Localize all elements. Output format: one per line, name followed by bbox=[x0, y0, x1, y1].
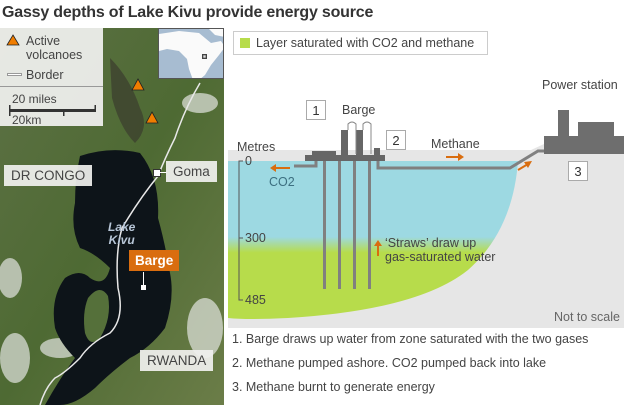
step-3-badge: 3 bbox=[568, 161, 588, 181]
step-notes: 1. Barge draws up water from zone satura… bbox=[232, 332, 588, 404]
legend-divider bbox=[0, 86, 103, 87]
barge-label: Barge bbox=[342, 103, 376, 117]
volcano-legend-label-1: Active bbox=[26, 34, 61, 48]
goma-marker bbox=[153, 169, 161, 177]
label-lake-kivu: Lake Kivu bbox=[108, 220, 136, 247]
extraction-diagram: 1 Barge 2 Power station 3 Metres 0 300 4… bbox=[228, 60, 624, 328]
border-line bbox=[39, 82, 201, 405]
gas-layer-legend: Layer saturated with CO2 and methane bbox=[233, 31, 488, 55]
straws-label: ‘Straws’ draw up gas-saturated water bbox=[385, 236, 496, 264]
co2-label: CO2 bbox=[269, 175, 295, 189]
not-to-scale-label: Not to scale bbox=[553, 310, 620, 324]
power-station-label: Power station bbox=[542, 78, 618, 92]
volcano-marker-icon bbox=[131, 78, 145, 91]
depth-tick-300: 300 bbox=[245, 231, 266, 245]
depth-tick-0: 0 bbox=[245, 154, 252, 168]
africa-locator-map bbox=[158, 28, 224, 79]
note-3: 3. Methane burnt to generate energy bbox=[232, 380, 435, 394]
note-2: 2. Methane pumped ashore. CO2 pumped bac… bbox=[232, 356, 547, 370]
depth-tick-485: 485 bbox=[245, 293, 266, 307]
label-goma: Goma bbox=[166, 161, 217, 182]
label-rwanda: RWANDA bbox=[140, 350, 214, 371]
volcano-legend-label-2: volcanoes bbox=[26, 48, 83, 62]
scale-km-label: 20km bbox=[12, 113, 42, 127]
gas-layer-swatch bbox=[240, 38, 250, 48]
label-barge-location: Barge bbox=[129, 250, 180, 271]
satellite-map: Active volcanoes Border 20 miles 20km DR… bbox=[0, 28, 224, 405]
barge-marker bbox=[141, 285, 146, 290]
border-legend-icon bbox=[7, 73, 22, 76]
diagram-graphics bbox=[228, 110, 624, 328]
volcano-legend-icon bbox=[6, 34, 20, 46]
scale-bar bbox=[9, 105, 96, 116]
step-1-badge: 1 bbox=[306, 100, 326, 120]
map-terrain bbox=[0, 28, 224, 405]
metres-label: Metres bbox=[237, 140, 276, 154]
scale-miles-label: 20 miles bbox=[12, 92, 57, 106]
step-2-badge: 2 bbox=[386, 130, 406, 150]
label-dr-congo: DR CONGO bbox=[4, 165, 93, 186]
methane-label: Methane bbox=[431, 137, 480, 151]
border-legend-label: Border bbox=[26, 68, 64, 82]
note-1: 1. Barge draws up water from zone satura… bbox=[232, 332, 589, 346]
page-title: Gassy depths of Lake Kivu provide energy… bbox=[2, 4, 374, 21]
map-legend: Active volcanoes Border 20 miles 20km bbox=[0, 28, 103, 127]
africa-outline-icon bbox=[159, 29, 223, 78]
volcano-marker-icon bbox=[145, 111, 159, 124]
